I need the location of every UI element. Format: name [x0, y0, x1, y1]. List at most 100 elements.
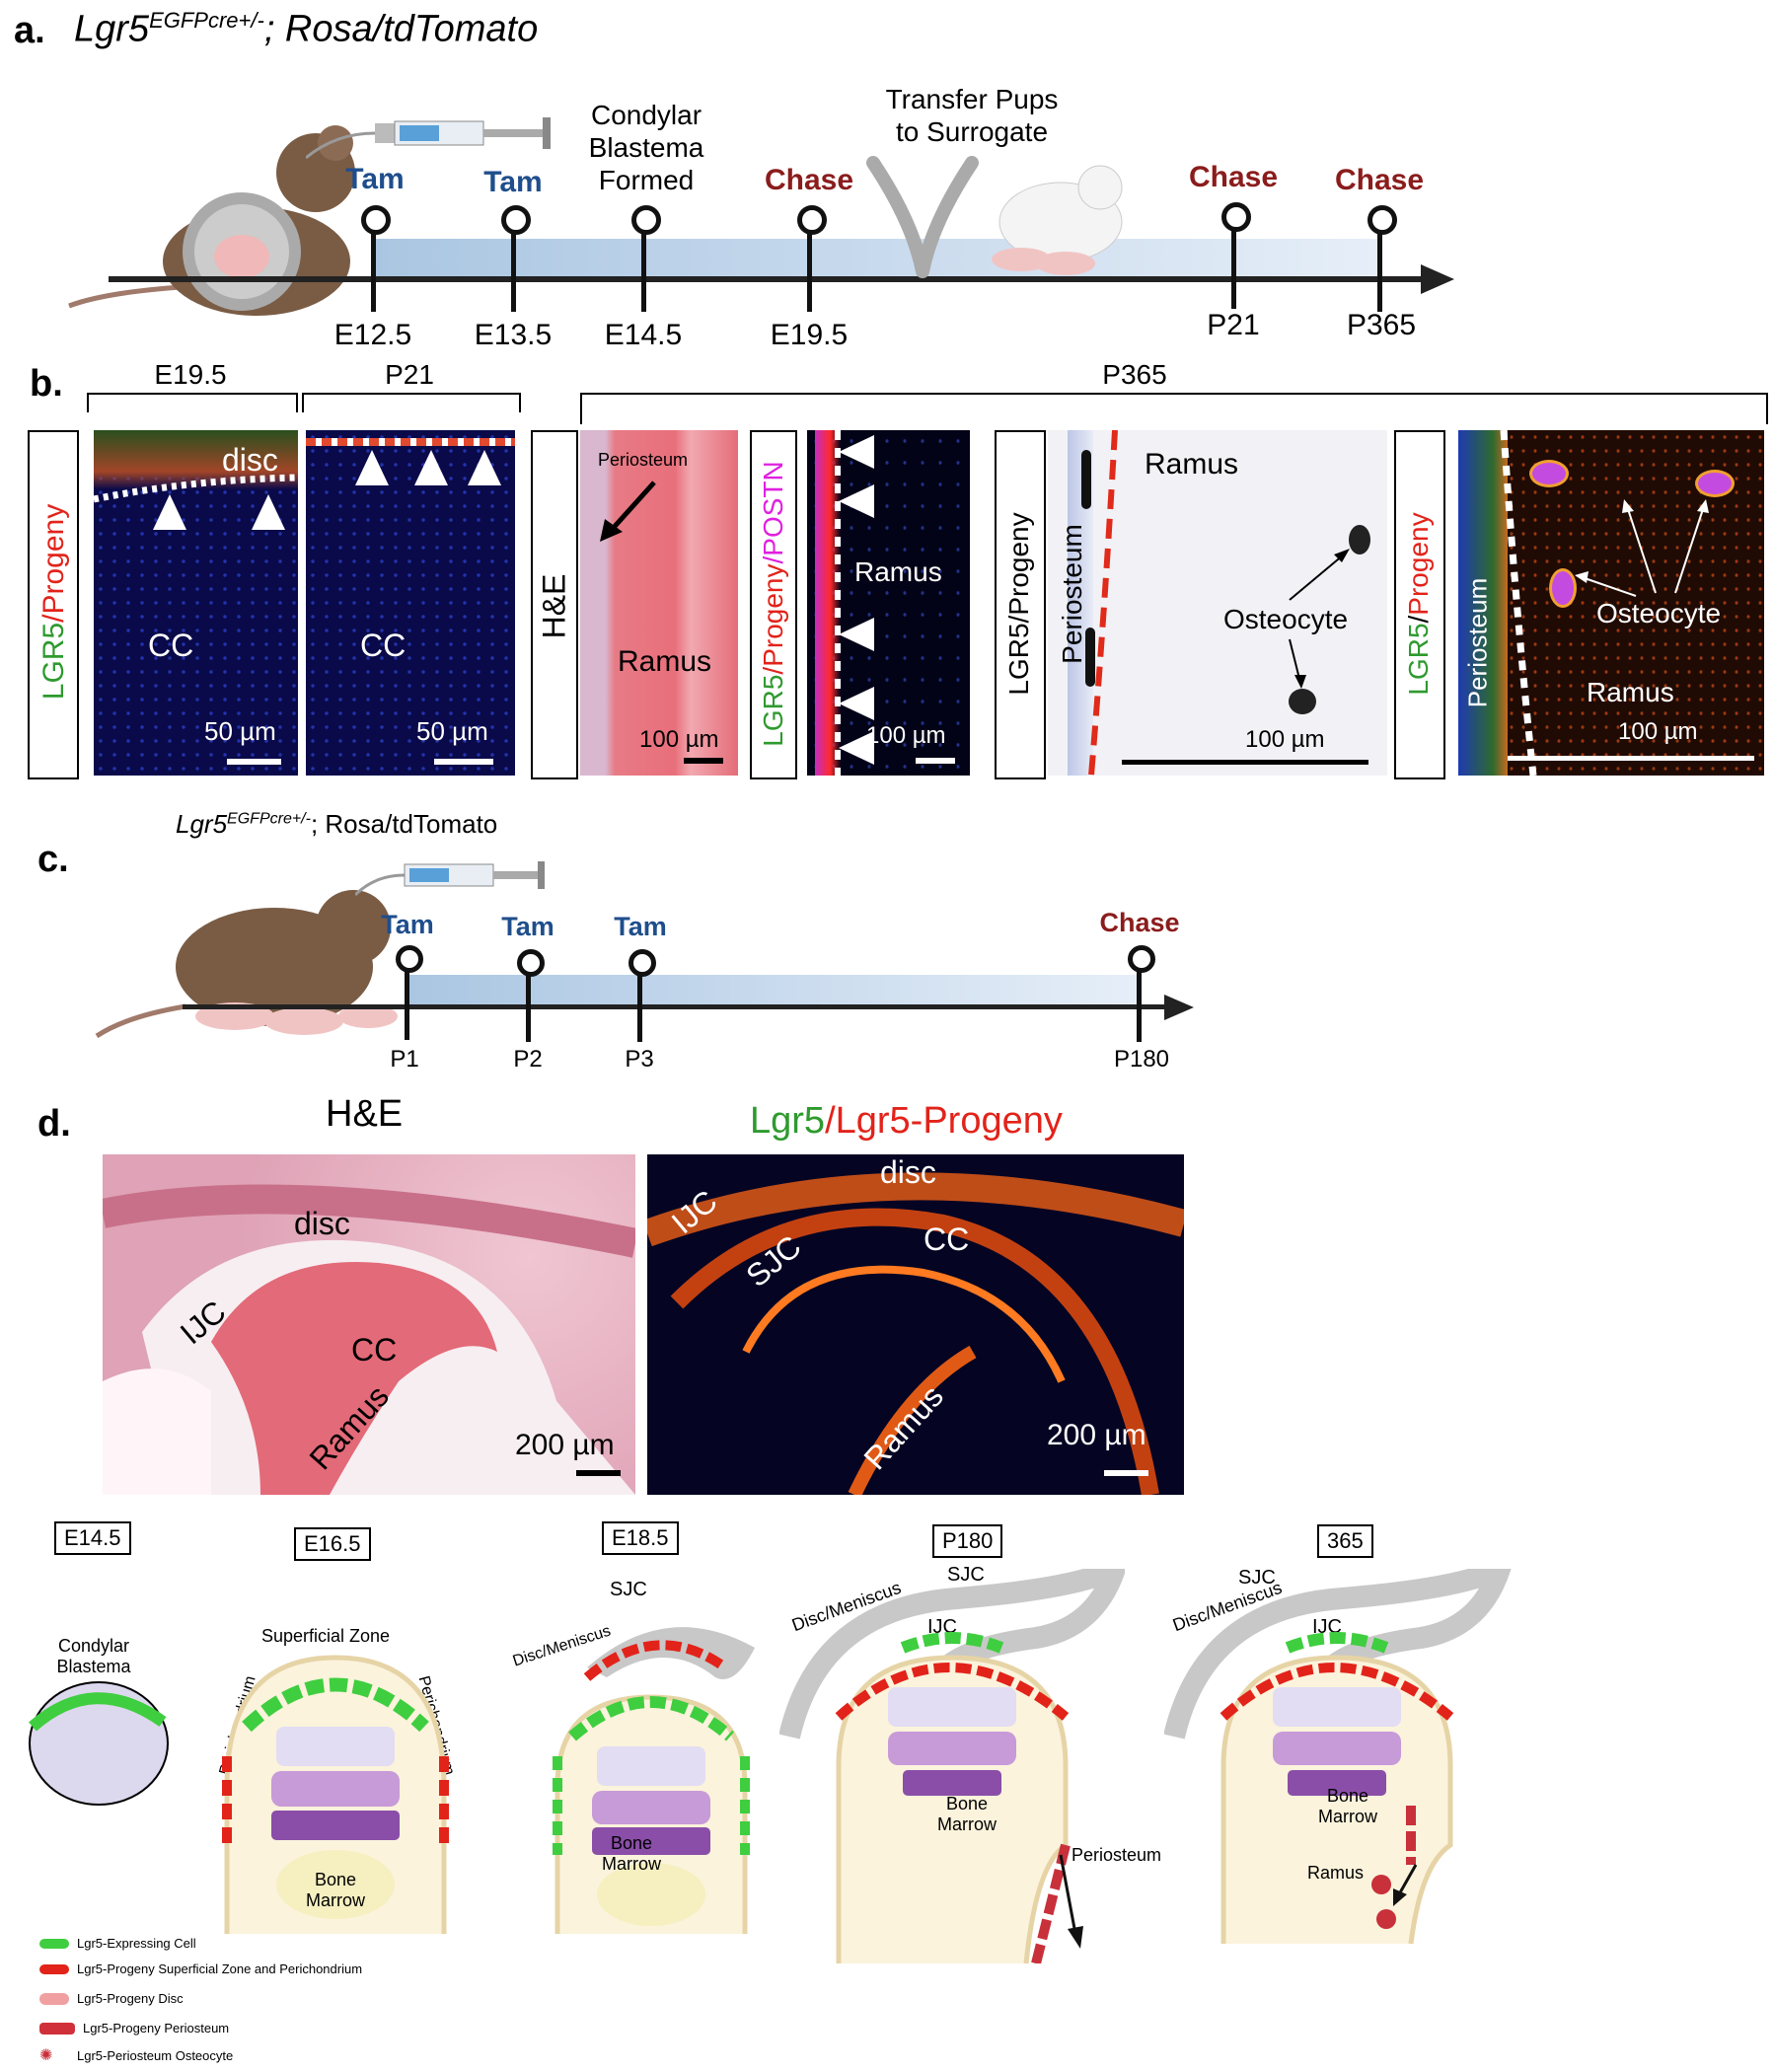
label-scale-fluor: 200 µm [1047, 1419, 1146, 1451]
timeline-a-band [373, 239, 1379, 278]
legend-swatch-red-cell [39, 1963, 69, 1974]
label-scale-inverted: 100 µm [1245, 726, 1325, 753]
scale-bar-inverted [1122, 760, 1368, 765]
syringe-icon-c [355, 861, 545, 897]
mother-mouse-illustration [95, 890, 398, 1039]
timeline-c-label-2: Tam [501, 912, 554, 941]
label-sjc-e185: SJC [610, 1579, 647, 1600]
scale-label-p21: 50 µm [416, 716, 488, 746]
legend-item-superficial-zone: Lgr5-Progeny Superficial Zone and Perich… [39, 1961, 362, 1976]
condyle-diagram-e165 [222, 1655, 449, 1934]
label-ramus-color: Ramus [1587, 677, 1674, 707]
timeline-a-tick-5: P21 [1207, 309, 1260, 341]
label-sjc-p180: SJC [947, 1564, 985, 1586]
scale-label-he: 100 µm [639, 726, 719, 753]
scale-bar-fluor [1104, 1470, 1148, 1476]
timeline-c-tick-4: P180 [1113, 1046, 1170, 1073]
label-lgr5-progeny-right: LGR5/Progeny [1403, 512, 1434, 696]
panel-c-letter: c. [37, 839, 69, 880]
timeline-c-label-4: Chase [1099, 908, 1180, 937]
timeline-a-label-2: Tam [483, 166, 543, 198]
legend-item-disc: Lgr5-Progeny Disc [39, 1991, 184, 2006]
label-lgr5-progeny-left: LGR5/Progeny [37, 503, 70, 701]
syringe-icon [306, 117, 551, 160]
panel-d-fluor-title: Lgr5/Lgr5-Progeny [750, 1100, 1063, 1142]
timeline-a-label-6: Chase [1334, 164, 1425, 196]
bracket-p21 [302, 393, 521, 412]
timeline-a-tick-3: E14.5 [604, 319, 683, 351]
timeline-a-tick-1: E12.5 [333, 319, 412, 351]
label-lgr5-progeny-postn: LGR5/Progeny/POSTN [758, 461, 788, 747]
dashed-periosteum-border [1088, 430, 1118, 776]
label-disc-e195: disc [222, 442, 278, 478]
arrowhead-markers-postn [839, 435, 874, 765]
timeline-a-label-5: Chase [1188, 161, 1279, 193]
micrograph-p21: CC 50 µm [306, 430, 515, 776]
group-label-p365: P365 [1102, 359, 1167, 390]
micrograph-he-ramus: Periosteum Ramus 100 µm [580, 430, 738, 776]
scale-bar-he-d [576, 1470, 621, 1476]
timeline-a-arrowhead [1421, 264, 1454, 294]
legend-label-4: Lgr5-Periosteum Osteocyte [77, 2048, 234, 2063]
panel-c-genotype: Lgr5EGFPcre+/-; Rosa/tdTomato [176, 809, 498, 839]
arrows-osteocyte-color [1575, 499, 1709, 597]
condyle-diagram-e185 [553, 1627, 755, 1934]
timeline-a-label-4: Chase [764, 164, 854, 196]
label-periosteum-he: Periosteum [598, 450, 689, 470]
pregnant-mouse-illustration [68, 125, 355, 316]
stage-box-e185: E18.5 [602, 1521, 679, 1555]
scale-label-postn: 100 µm [866, 722, 946, 749]
legend-label-2: Lgr5-Progeny Disc [77, 1991, 184, 2006]
label-ramus-inverted: Ramus [1145, 448, 1239, 481]
label-box-lgr5-progeny-inverted: LGR5/Progeny [995, 430, 1046, 779]
timeline-c-label-1: Tam [381, 910, 434, 939]
timeline-c-tick-3: P3 [625, 1046, 654, 1073]
label-bone-marrow-p180: Bone Marrow [936, 1794, 997, 1834]
legend-swatch-disc-cell [39, 1992, 69, 2005]
label-scale-he-d: 200 µm [515, 1429, 615, 1461]
label-bone-marrow-e185: Bone Marrow [601, 1833, 661, 1874]
label-box-lgr5-progeny-right: LGR5/Progeny [1394, 430, 1445, 779]
timeline-a-tick-2: E13.5 [474, 319, 553, 351]
legend-swatch-osteocyte-icon: ✺ [39, 2046, 53, 2064]
panel-a-genotype: Lgr5EGFPcre+/-; Rosa/tdTomato [74, 8, 539, 50]
group-label-p21: P21 [385, 359, 434, 390]
arrows-osteocyte-inverted [1289, 549, 1350, 689]
label-ramus-365: Ramus [1307, 1863, 1365, 1883]
label-box-lgr5-progeny-postn: LGR5/Progeny/POSTN [750, 430, 797, 779]
label-cc-p21: CC [360, 628, 407, 663]
bracket-e195 [87, 393, 298, 412]
transfer-pups-label: Transfer Pups to Surrogate [885, 84, 1059, 147]
label-box-lgr5-progeny-left: LGR5/Progeny [28, 430, 79, 779]
micrograph-condyle-fluor: IJC disc SJC CC Ramus 200 µm [647, 1154, 1184, 1495]
label-he: H&E [536, 573, 572, 639]
legend-label-1: Lgr5-Progeny Superficial Zone and Perich… [77, 1961, 363, 1976]
label-periosteum-p180: Periosteum [1072, 1845, 1162, 1865]
micrograph-postn: Ramus 100 µm [807, 430, 970, 776]
label-condylar-blastema: Condylar Blastema [56, 1636, 131, 1676]
legend-label-0: Lgr5-Expressing Cell [77, 1936, 196, 1951]
panel-b-letter: b. [30, 363, 63, 405]
label-lgr5-progeny-inverted: LGR5/Progeny [1003, 512, 1034, 696]
legend-item-osteocyte: ✺ Lgr5-Periosteum Osteocyte [39, 2046, 234, 2064]
micrograph-condyle-he: disc IJC CC Ramus 200 µm [103, 1154, 635, 1495]
legend-swatch-green-cell [39, 1938, 69, 1949]
timeline-c-tick-2: P2 [513, 1046, 543, 1073]
timeline-a-tick-4: E19.5 [770, 319, 849, 351]
stage-box-e145: E14.5 [54, 1521, 131, 1555]
timeline-a-axis [109, 276, 1431, 282]
micrograph-osteocyte-color: Periosteum Osteocyte Ramus 100 µm [1458, 430, 1764, 776]
label-box-he: H&E [531, 430, 578, 779]
timeline-c-band [407, 975, 1137, 1008]
micrograph-osteocyte-inverted: Periosteum Ramus Osteocyte 100 µm [1048, 430, 1387, 776]
legend-item-periosteum: Lgr5-Progeny Periosteum [39, 2021, 229, 2035]
label-sjc-365: SJC [1238, 1567, 1276, 1589]
legend-swatch-periosteum-cell [39, 2022, 75, 2035]
timeline-c-tick-1: P1 [390, 1046, 419, 1073]
timeline-a-label-1: Tam [345, 163, 405, 195]
label-disc-he: disc [294, 1206, 350, 1241]
label-disc-fluor: disc [880, 1154, 936, 1190]
timeline-c-arrowhead [1164, 995, 1194, 1020]
panel-d-he-title: H&E [326, 1093, 404, 1135]
transfer-forceps-and-surrogate-illustration [866, 156, 1123, 278]
